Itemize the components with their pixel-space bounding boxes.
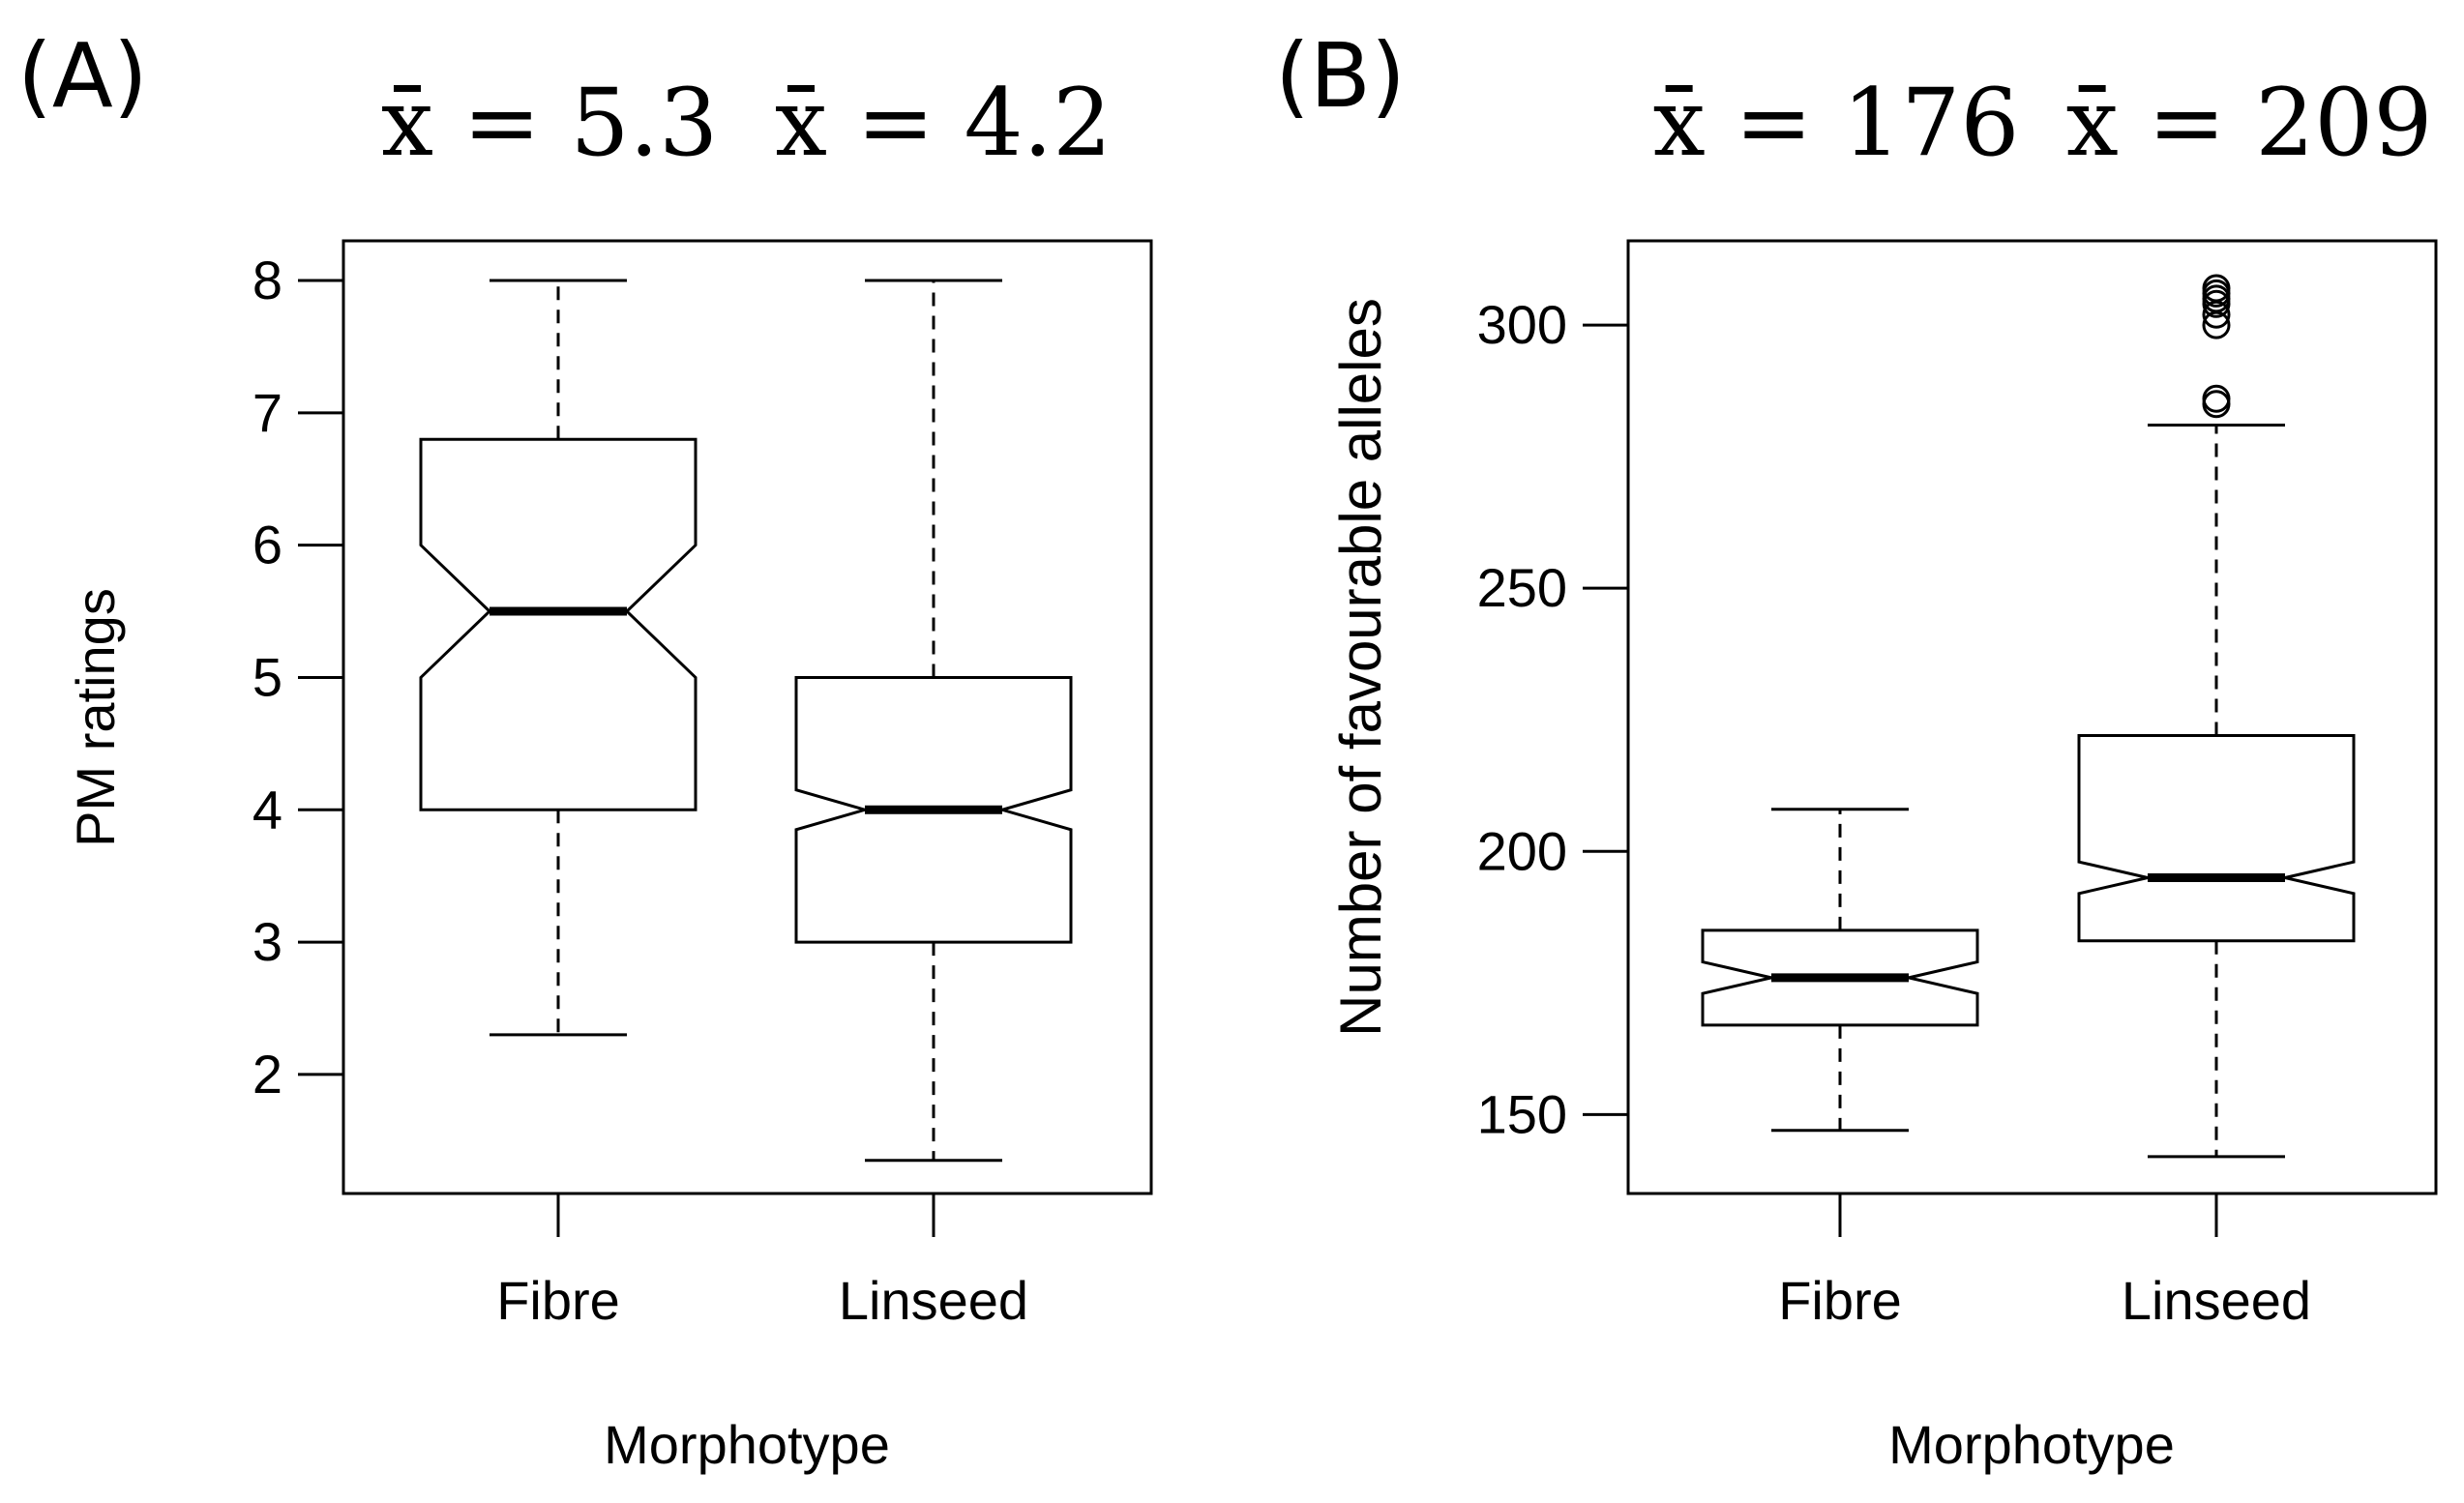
panel-b-mean-fibre: x̄ = 176 — [1653, 69, 2020, 177]
panel-b-x-axis-label: Morphotype — [1888, 1414, 2175, 1475]
panel-a-label: (A) — [17, 24, 148, 128]
panel-b-x-axis: Fibre Linseed — [1778, 1194, 2311, 1331]
y-tick-label: 5 — [252, 646, 282, 707]
panel-a-y-axis-label: PM ratings — [65, 588, 126, 847]
panel-a: (A) x̄ = 5.3 x̄ = 4.2 2 3 4 5 6 7 8 Fibre Linse… — [17, 24, 1153, 1475]
panel-b-y-axis: 150 200 250 300 — [1477, 294, 1630, 1144]
y-tick-label: 6 — [252, 515, 282, 575]
y-tick-label: 150 — [1477, 1083, 1567, 1144]
panel-b-plot-frame — [1626, 239, 2438, 1195]
panel-b-label: (B) — [1275, 24, 1406, 128]
notched-box — [2077, 734, 2356, 943]
x-tick-label: Linseed — [839, 1270, 1028, 1331]
panel-b-y-axis-label: Number of favourable alleles — [1328, 298, 1393, 1037]
panel-a-x-axis: Fibre Linseed — [496, 1194, 1028, 1331]
notched-box — [419, 437, 698, 811]
y-tick-label: 3 — [252, 911, 282, 972]
outlier-point — [2202, 274, 2231, 303]
panel-a-y-axis: 2 3 4 5 6 7 8 — [252, 250, 345, 1105]
panel-b-boxes — [1701, 274, 2356, 1159]
y-tick-label: 8 — [252, 250, 282, 310]
outlier-point — [2202, 390, 2231, 419]
panel-b-mean-linseed: x̄ = 209 — [2066, 69, 2433, 177]
panel-a-x-axis-label: Morphotype — [604, 1414, 890, 1475]
x-tick-label: Linseed — [2122, 1270, 2311, 1331]
y-tick-label: 250 — [1477, 557, 1567, 618]
panel-a-mean-fibre: x̄ = 5.3 — [381, 69, 718, 177]
panel-b: (B) x̄ = 176 x̄ = 209 150 200 250 300 Fibre… — [1275, 24, 2438, 1475]
panel-a-mean-linseed: x̄ = 4.2 — [775, 69, 1112, 177]
y-tick-label: 2 — [252, 1044, 282, 1105]
panel-a-boxes — [419, 279, 1073, 1163]
y-tick-label: 300 — [1477, 294, 1567, 355]
y-tick-label: 200 — [1477, 820, 1567, 881]
x-tick-label: Fibre — [496, 1270, 620, 1331]
y-tick-label: 7 — [252, 382, 282, 443]
x-tick-label: Fibre — [1778, 1270, 1902, 1331]
outlier-point — [2202, 384, 2231, 413]
y-tick-label: 4 — [252, 779, 282, 840]
